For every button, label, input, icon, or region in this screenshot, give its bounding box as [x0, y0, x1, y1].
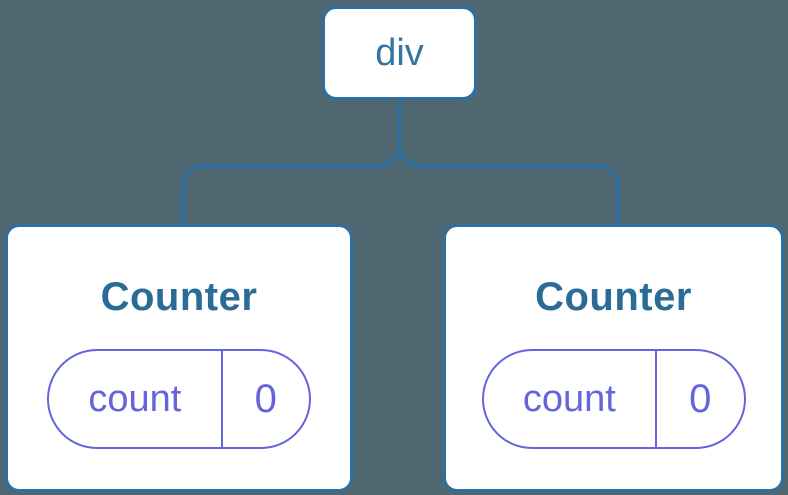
state-value: 0 — [220, 351, 309, 447]
state-key: count — [88, 377, 182, 420]
state-pill: count 0 — [481, 349, 746, 449]
component-title: Counter — [535, 275, 692, 319]
tree-node-counter-left: Counter count 0 — [5, 224, 353, 492]
root-node-label: div — [375, 32, 424, 74]
tree-node-counter-right: Counter count 0 — [443, 224, 784, 492]
state-key: count — [522, 377, 616, 420]
state-value: 0 — [655, 351, 743, 447]
tree-node-div: div — [322, 6, 477, 100]
connector-left-branch — [181, 100, 402, 226]
component-title: Counter — [100, 275, 258, 319]
connector-right-branch — [397, 100, 620, 226]
state-pill: count 0 — [47, 349, 311, 449]
